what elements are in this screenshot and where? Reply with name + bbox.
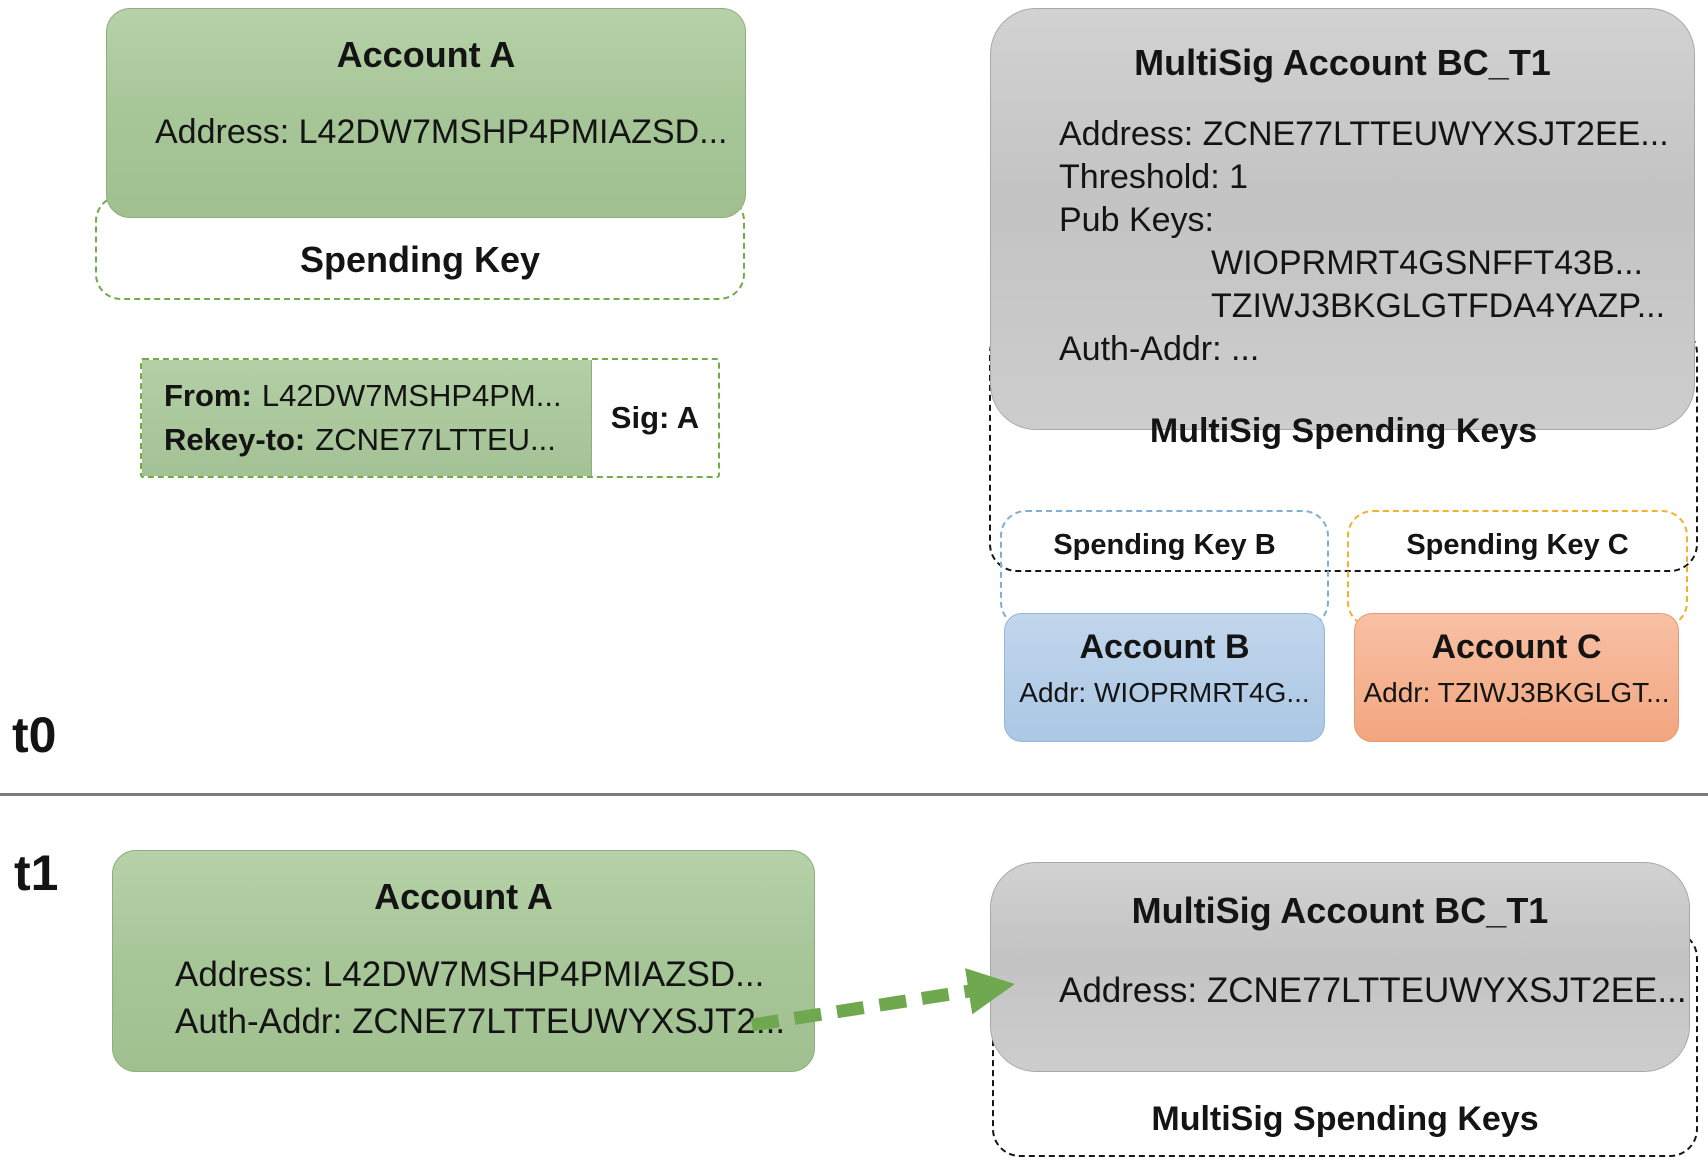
multisig-spending-keys-t0-label: MultiSig Spending Keys [1149,412,1538,450]
account-b-title: Account B [1079,628,1250,666]
multisig-t0-auth-addr: Auth-Addr: ... [1059,330,1260,368]
spending-key-c-label: Spending Key C [1406,529,1629,561]
multisig-t0-threshold: Threshold: 1 [1059,158,1248,196]
txn-rekey-value: ZCNE77LTTEU... [315,422,556,457]
txn-from-line: From: L42DW7MSHP4PM... [164,374,591,418]
txn-from-label: From: [164,378,252,413]
timeline-divider [0,793,1708,796]
txn-rekey-label: Rekey-to: [164,422,306,457]
rekey-transaction-box: From: L42DW7MSHP4PM... Rekey-to: ZCNE77LTT… [140,358,720,478]
rekey-arrow [750,968,1015,1032]
multisig-spending-keys-t1-label: MultiSig Spending Keys [1151,1100,1539,1138]
multisig-account-t1-title: MultiSig Account BC_T1 [1131,890,1549,931]
multisig-account-t0-box: MultiSig Account BC_T1 Address: ZCNE77LT… [990,8,1695,430]
spending-key-a-label: Spending Key [299,239,541,280]
spending-key-c-box: Spending Key C [1347,510,1688,628]
multisig-t1-address: Address: ZCNE77LTTEUWYXSJT2EE... [1059,971,1687,1010]
rekey-transaction-fields: From: L42DW7MSHP4PM... Rekey-to: ZCNE77LTT… [142,360,592,476]
account-c-address: Addr: TZIWJ3BKGLGT... [1363,677,1670,708]
multisig-account-t0-title: MultiSig Account BC_T1 [1134,42,1551,83]
multisig-account-t1-box: MultiSig Account BC_T1 Address: ZCNE77LT… [990,862,1690,1072]
t1-label: t1 [14,845,59,901]
account-a-t0-address: Address: L42DW7MSHP4PMIAZSD... [155,113,728,151]
multisig-t0-pubkey-2: TZIWJ3BKGLGTFDA4YAZP... [1211,287,1666,325]
txn-rekey-line: Rekey-to: ZCNE77LTTEU... [164,418,591,462]
account-a-t0-box: Account A Address: L42DW7MSHP4PMIAZSD... [106,8,746,218]
spending-key-b-box: Spending Key B [1000,510,1329,628]
t0-label: t0 [12,707,57,763]
multisig-t0-address: Address: ZCNE77LTTEUWYXSJT2EE... [1059,115,1669,153]
txn-signature: Sig: A [610,400,700,435]
account-a-t1-address: Address: L42DW7MSHP4PMIAZSD... [175,955,765,994]
account-c-title: Account C [1431,628,1602,666]
multisig-t0-pubkey-1: WIOPRMRT4GSNFFT43B... [1211,244,1643,282]
txn-from-value: L42DW7MSHP4PM... [261,378,562,413]
spending-key-b-label: Spending Key B [1053,529,1276,561]
account-b-address: Addr: WIOPRMRT4G... [1019,677,1310,708]
account-b-box: Account B Addr: WIOPRMRT4G... [1004,613,1325,742]
account-c-box: Account C Addr: TZIWJ3BKGLGT... [1354,613,1679,742]
account-a-t1-auth-addr: Auth-Addr: ZCNE77LTTEUWYXSJT2... [175,1002,786,1041]
multisig-t0-pubkeys-label: Pub Keys: [1059,201,1214,239]
account-a-t0-title: Account A [336,34,516,75]
account-a-t1-title: Account A [374,876,553,917]
account-a-t1-box: Account A Address: L42DW7MSHP4PMIAZSD...… [112,850,815,1072]
